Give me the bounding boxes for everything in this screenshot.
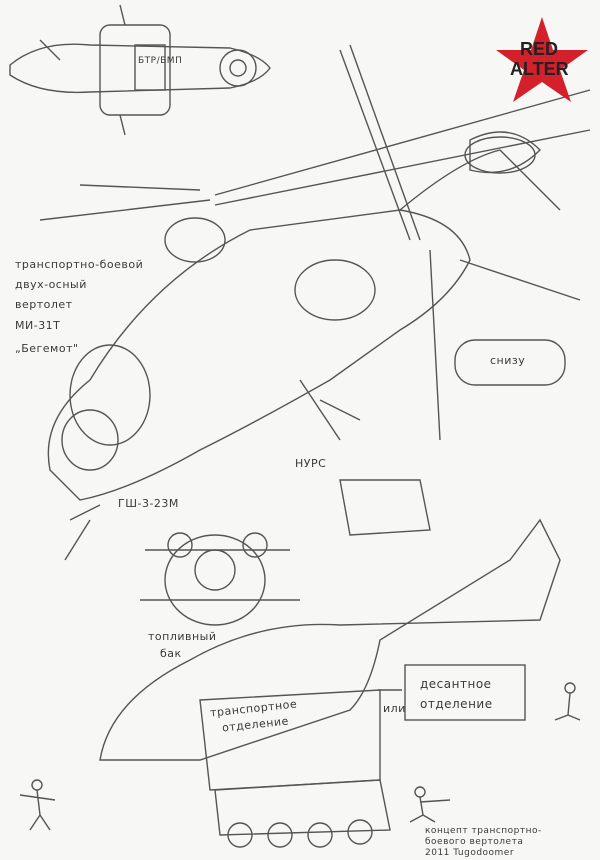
top-view-sketch [9, 4, 271, 136]
bottom-view-label: снизу [490, 354, 526, 367]
logo-line-2: ALTER [510, 59, 569, 79]
troop-compartment-label: десантное [420, 677, 492, 691]
main-helicopter-body [47, 131, 561, 561]
red-alter-logo: RED ALTER [492, 12, 592, 102]
troop-compartment-label: отделение [420, 697, 493, 711]
logo-line-1: RED [520, 39, 559, 59]
title-line: транспортно-боевой [15, 258, 144, 271]
credits-line: боевого вертолета [425, 837, 524, 847]
fuel-tank-label: бак [160, 647, 182, 660]
rockets-label: НУРС [295, 457, 327, 470]
title-line: „Бегемот" [15, 342, 79, 355]
rotor-blades [39, 44, 591, 441]
title-line: двух-осный [15, 278, 87, 291]
gun-label: ГШ-3-23М [118, 497, 179, 510]
side-view-sketch [99, 518, 561, 848]
credits-line: 2011 Tugodoomer [425, 848, 515, 858]
red-star-icon [496, 17, 588, 102]
or-label: или [383, 702, 406, 715]
front-view-sketch [140, 532, 300, 626]
title-line: МИ-31Т [15, 319, 61, 332]
title-line: вертолет [15, 298, 73, 311]
soldier-figures [19, 682, 581, 831]
hatch-label: БТР/БМП [138, 56, 183, 66]
bottom-view-sketch [339, 339, 566, 536]
fuel-tank-label: топливный [148, 630, 217, 643]
credits-line: концепт транспортно- [425, 826, 542, 836]
